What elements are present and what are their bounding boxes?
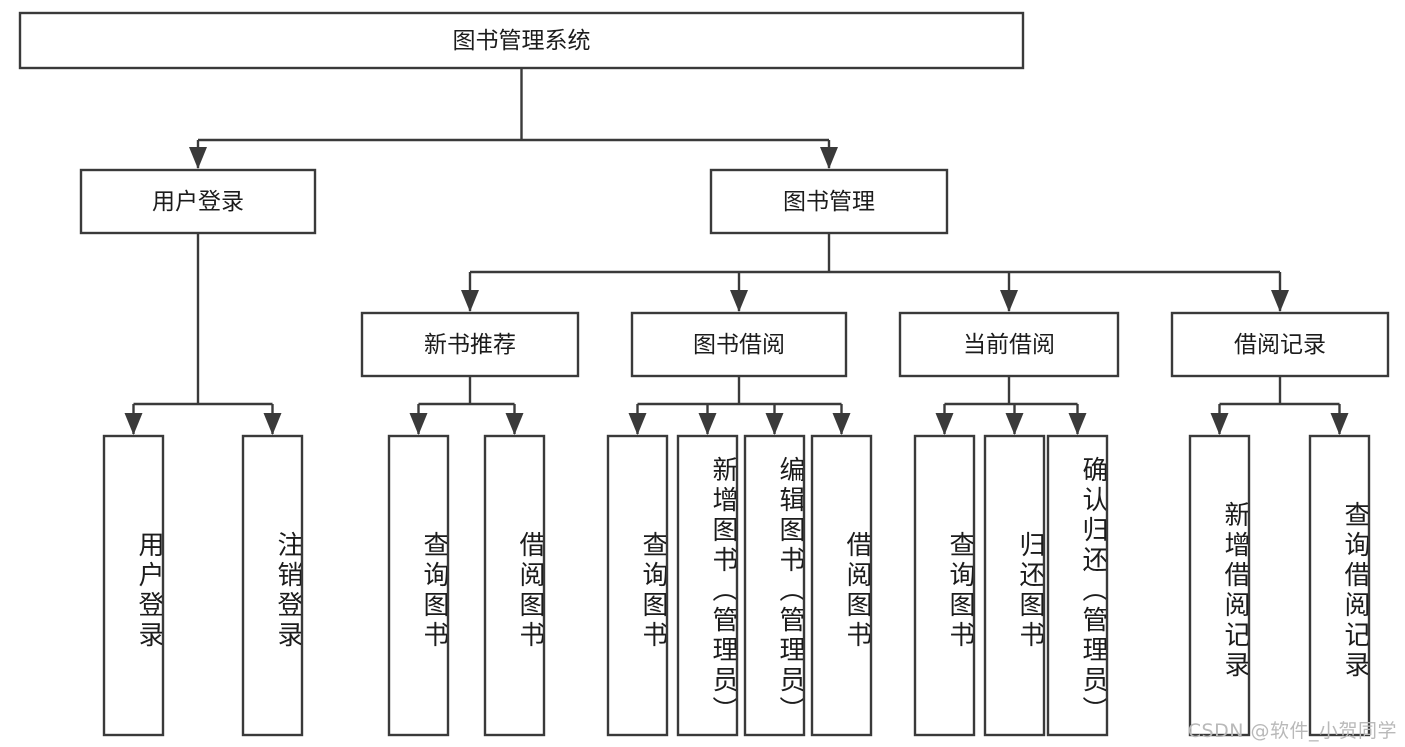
- arrow-head-icon: [832, 413, 851, 435]
- node-borrow-record: 借阅记录: [1170, 311, 1390, 378]
- node-leaf-query-book-borrow: 查询图书: [606, 434, 669, 737]
- node-label: 借阅记录: [1234, 332, 1326, 358]
- node-label: 查询图书: [419, 530, 447, 651]
- arrow-head-icon: [935, 413, 954, 435]
- arrow-head-icon: [698, 413, 717, 435]
- node-label: 新增借阅记录: [1220, 500, 1248, 681]
- arrow-head-icon: [505, 413, 524, 435]
- node-label: 用户登录: [152, 189, 244, 215]
- arrow-head-icon: [765, 413, 784, 435]
- node-leaf-add-borrow-record: 新增借阅记录: [1188, 434, 1251, 737]
- node-root: 图书管理系统: [18, 11, 1025, 70]
- node-leaf-logout-login: 注销登录: [241, 434, 304, 737]
- node-label: 编辑图书（管理员）: [775, 455, 803, 726]
- node-leaf-query-borrow-record: 查询借阅记录: [1308, 434, 1371, 737]
- node-leaf-user-login: 用户登录: [102, 434, 165, 737]
- arrow-head-icon: [263, 413, 282, 435]
- node-leaf-query-book-current: 查询图书: [913, 434, 976, 737]
- node-label: 新增图书（管理员）: [708, 455, 736, 726]
- arrow-head-icon: [1210, 413, 1229, 435]
- arrow-head-icon: [461, 290, 479, 312]
- node-label: 借阅图书: [842, 530, 870, 651]
- node-label: 用户登录: [134, 530, 162, 651]
- node-label: 新书推荐: [424, 332, 516, 358]
- node-leaf-confirm-return: 确认归还（管理员）: [1046, 434, 1109, 737]
- arrow-head-icon: [1005, 413, 1024, 435]
- arrow-head-icon: [820, 147, 838, 169]
- node-label: 图书管理系统: [453, 28, 591, 54]
- node-leaf-edit-book: 编辑图书（管理员）: [743, 434, 806, 737]
- arrow-head-icon: [124, 413, 143, 435]
- node-label: 确认归还（管理员）: [1078, 455, 1106, 726]
- arrow-head-icon: [1068, 413, 1087, 435]
- node-new-book-recommend: 新书推荐: [360, 311, 580, 378]
- arrow-head-icon: [730, 290, 748, 312]
- arrow-head-icon: [409, 413, 428, 435]
- arrow-head-icon: [1271, 290, 1289, 312]
- node-label: 查询借阅记录: [1340, 500, 1368, 681]
- node-user-login: 用户登录: [79, 168, 317, 235]
- node-layer: 图书管理系统用户登录图书管理新书推荐图书借阅当前借阅借阅记录用户登录注销登录查询…: [18, 11, 1390, 737]
- node-label: 注销登录: [273, 530, 301, 651]
- node-label: 图书借阅: [693, 332, 785, 358]
- node-label: 归还图书: [1015, 530, 1043, 651]
- node-leaf-query-book-rec: 查询图书: [387, 434, 450, 737]
- node-label: 图书管理: [783, 189, 875, 215]
- node-leaf-return-book: 归还图书: [983, 434, 1046, 737]
- node-label: 查询图书: [945, 530, 973, 651]
- node-label: 当前借阅: [963, 332, 1055, 358]
- node-leaf-borrow-book-rec: 借阅图书: [483, 434, 546, 737]
- node-label: 查询图书: [638, 530, 666, 651]
- node-leaf-borrow-book: 借阅图书: [810, 434, 873, 737]
- node-label: 借阅图书: [515, 530, 543, 651]
- arrow-head-icon: [1330, 413, 1349, 435]
- node-leaf-add-book: 新增图书（管理员）: [676, 434, 739, 737]
- connector-layer: [124, 68, 1349, 435]
- node-current-borrow: 当前借阅: [898, 311, 1120, 378]
- node-book-borrow: 图书借阅: [630, 311, 848, 378]
- arrow-head-icon: [189, 147, 207, 169]
- arrow-head-icon: [628, 413, 647, 435]
- node-book-management: 图书管理: [709, 168, 949, 235]
- arrow-head-icon: [1000, 290, 1018, 312]
